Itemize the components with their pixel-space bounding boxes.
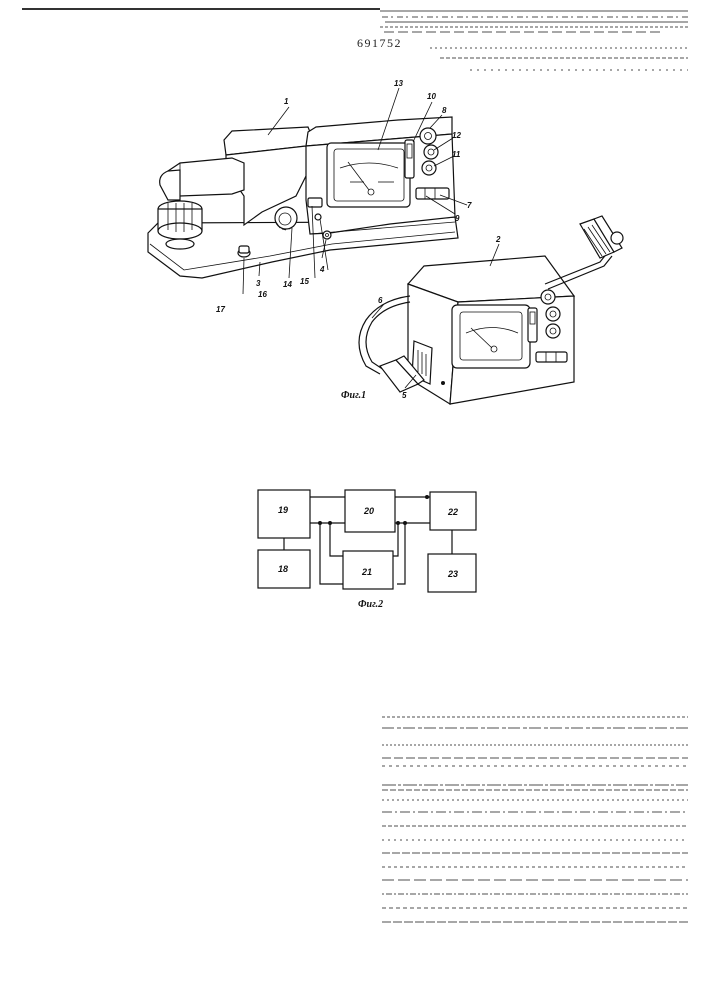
figure2-block-diagram: 19 18 20 21 22 23 Фиг.2 [258,490,476,610]
label-7: 7 [467,201,472,210]
label-15: 15 [300,277,309,286]
block-22-label: 22 [447,507,458,517]
figure2-caption: Фиг.2 [358,599,383,610]
scan-noise-bottom [382,717,688,922]
figure1-caption: Фиг.1 [341,390,366,401]
block-20-label: 20 [363,506,374,516]
label-4: 4 [319,265,325,274]
label-1: 1 [284,97,289,106]
figure1-secondary-device [359,216,623,404]
figure1-main-device [148,117,458,278]
label-11: 11 [452,150,461,159]
block-21-label: 21 [361,567,372,577]
block-23-label: 23 [447,569,458,579]
scan-noise-top [22,9,688,70]
label-3: 3 [256,279,261,288]
block-19-label: 19 [278,505,288,515]
label-17: 17 [216,305,225,314]
label-8: 8 [442,106,447,115]
label-16: 16 [258,290,267,299]
label-12: 12 [452,131,461,140]
label-9: 9 [455,214,460,223]
label-5: 5 [402,391,407,400]
label-14: 14 [283,280,292,289]
label-2: 2 [495,235,501,244]
label-10: 10 [427,92,436,101]
label-13: 13 [394,79,403,88]
label-6: 6 [378,296,383,305]
block-18-label: 18 [278,564,288,574]
